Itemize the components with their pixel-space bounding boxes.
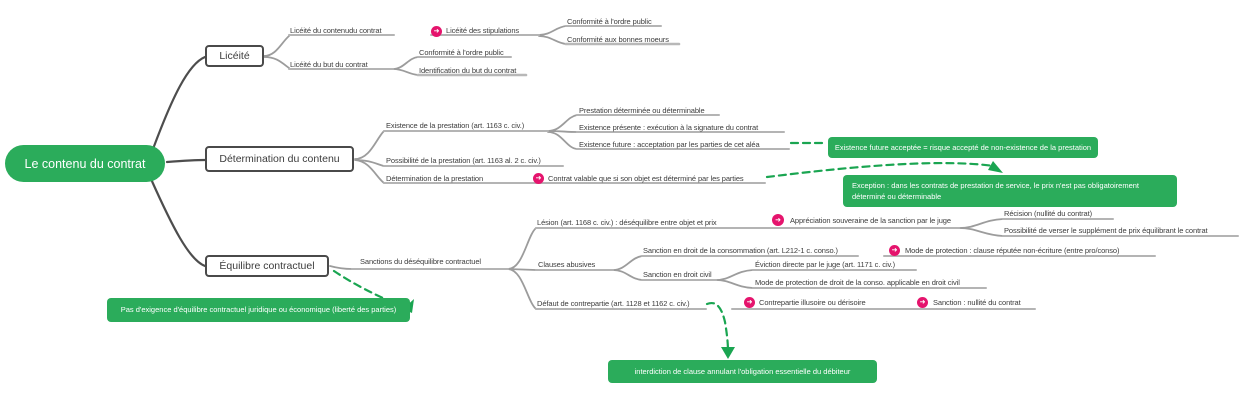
- node-determination-prestation[interactable]: Détermination de la prestation: [386, 174, 484, 183]
- note-interdiction-clause[interactable]: interdiction de clause annulant l'obliga…: [608, 360, 877, 383]
- node-existence-prestation[interactable]: Existence de la prestation (art. 1163 c.…: [386, 121, 525, 130]
- node-liceite-des-stipulations[interactable]: Licéité des stipulations: [446, 26, 520, 35]
- node-recision[interactable]: Récision (nullité du contrat): [1004, 209, 1092, 218]
- node-supplement-de-prix[interactable]: Possibilité de verser le supplément de p…: [1004, 226, 1208, 235]
- arrow-glyph: ➜: [919, 299, 926, 306]
- node-contrat-valable[interactable]: Contrat valable que si son objet est dét…: [548, 174, 744, 183]
- node-possibilite-prestation[interactable]: Possibilité de la prestation (art. 1163 …: [386, 156, 541, 165]
- arrow-right-icon: ➜: [431, 26, 442, 37]
- note-pas-exigence-equilibre[interactable]: Pas d'exigence d'équilibre contractuel j…: [107, 298, 410, 322]
- arrow-right-icon: ➜: [917, 297, 928, 308]
- note-exception-prix[interactable]: Exception : dans les contrats de prestat…: [843, 175, 1177, 207]
- node-appreciation-souveraine[interactable]: Appréciation souveraine de la sanction p…: [790, 216, 951, 225]
- node-determination-du-contenu[interactable]: Détermination du contenu: [205, 146, 354, 172]
- arrow-glyph: ➜: [433, 28, 440, 35]
- node-lesion[interactable]: Lésion (art. 1168 c. civ.) : déséquilibr…: [537, 218, 717, 227]
- node-existence-future[interactable]: Existence future : acceptation par les p…: [579, 140, 760, 149]
- node-identification-du-but[interactable]: Identification du but du contrat: [419, 66, 517, 75]
- node-mode-protection-droit-civil[interactable]: Mode de protection de droit de la conso.…: [755, 278, 960, 287]
- note-existence-future-acceptee[interactable]: Existence future acceptée = risque accep…: [828, 137, 1098, 158]
- arrow-right-icon: ➜: [772, 214, 784, 226]
- node-eviction-directe[interactable]: Éviction directe par le juge (art. 1171 …: [755, 260, 895, 269]
- node-sanction-droit-consommation[interactable]: Sanction en droit de la consommation (ar…: [643, 246, 838, 255]
- node-contrepartie-illusoire[interactable]: Contrepartie illusoire ou dérisoire: [759, 298, 866, 307]
- node-mode-protection-conso[interactable]: Mode de protection : clause réputée non-…: [905, 246, 1120, 255]
- arrow-glyph: ➜: [891, 247, 898, 254]
- node-defaut-contrepartie[interactable]: Défaut de contrepartie (art. 1128 et 116…: [537, 299, 690, 308]
- node-equilibre-contractuel[interactable]: Équilibre contractuel: [205, 255, 329, 277]
- node-existence-presente[interactable]: Existence présente : exécution à la sign…: [579, 123, 759, 132]
- arrow-glyph: ➜: [775, 216, 781, 224]
- node-conformite-ordre-public-but[interactable]: Conformité à l'ordre public: [419, 48, 504, 57]
- arrow-glyph: ➜: [746, 299, 753, 306]
- node-conformite-bonnes-moeurs[interactable]: Conformité aux bonnes moeurs: [567, 35, 669, 44]
- arrow-right-icon: ➜: [533, 173, 544, 184]
- node-sanction-nullite[interactable]: Sanction : nullité du contrat: [933, 298, 1021, 307]
- node-liceite-du-contenu-du-contrat[interactable]: Licéité du contenudu contrat: [290, 26, 382, 35]
- arrow-glyph: ➜: [535, 175, 542, 182]
- arrow-right-icon: ➜: [889, 245, 900, 256]
- node-conformite-ordre-public-stipulations[interactable]: Conformité à l'ordre public: [567, 17, 652, 26]
- node-sanction-droit-civil[interactable]: Sanction en droit civil: [643, 270, 712, 279]
- node-prestation-determinee[interactable]: Prestation déterminée ou déterminable: [579, 106, 705, 115]
- root-node[interactable]: Le contenu du contrat: [5, 145, 165, 182]
- arrow-right-icon: ➜: [744, 297, 755, 308]
- node-liceite[interactable]: Licéité: [205, 45, 264, 67]
- node-clauses-abusives[interactable]: Clauses abusives: [538, 260, 596, 269]
- node-liceite-du-but[interactable]: Licéité du but du contrat: [290, 60, 368, 69]
- node-sanctions-desequilibre[interactable]: Sanctions du déséquilibre contractuel: [360, 257, 481, 266]
